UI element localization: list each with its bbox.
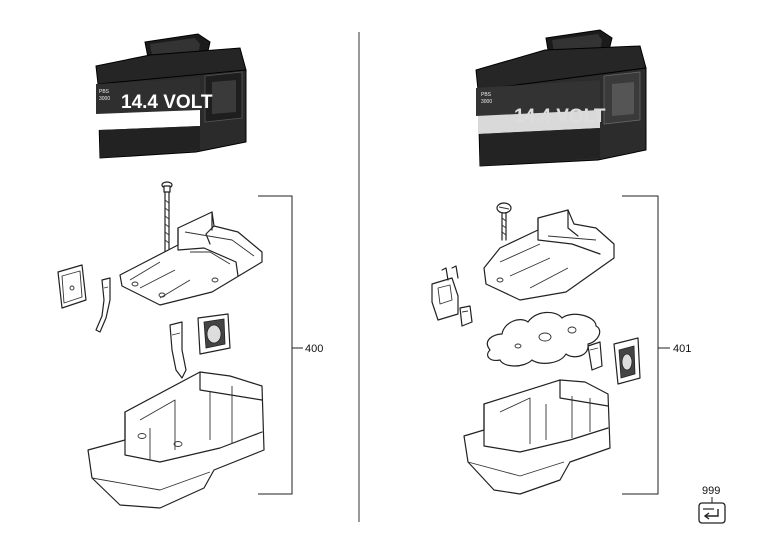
- right-battery-small-label-1: PBS: [481, 92, 492, 98]
- left-battery-small-label-1: PBS: [99, 89, 110, 95]
- right-bracket: [622, 195, 659, 495]
- right-foam-gasket: [486, 311, 601, 367]
- right-callout-label: 401: [673, 343, 691, 355]
- left-housing: [87, 371, 265, 509]
- left-battery-label: 14.4 VOLT: [121, 92, 213, 113]
- right-battery-pack: 14.4 VOLT PBS 3000: [475, 29, 647, 167]
- right-small-contact: [459, 305, 473, 327]
- right-screw: [496, 202, 512, 241]
- footer-callout-label: 999: [702, 485, 720, 497]
- right-indicator-window: [613, 337, 641, 385]
- right-assembly: 14.4 VOLT PBS 3000: [431, 29, 691, 495]
- left-battery-small-label-2: 3000: [99, 96, 110, 102]
- right-small-bracket: [587, 341, 603, 371]
- left-terminal: [169, 321, 187, 379]
- right-top-cover: [483, 209, 615, 301]
- left-bracket: [258, 195, 293, 495]
- right-housing: [463, 379, 611, 495]
- return-arrow-icon: [698, 502, 726, 524]
- right-terminal-block: [431, 265, 459, 321]
- left-battery-pack: 14.4 VOLT PBS 3000: [95, 33, 247, 159]
- left-indicator-window: [197, 313, 231, 355]
- left-contact-spring: [95, 277, 111, 333]
- footer-callout: 999: [698, 485, 726, 524]
- left-assembly: 14.4 VOLT PBS 3000: [57, 33, 323, 509]
- left-contact-plate: [57, 264, 87, 309]
- right-battery-label: 14.4 VOLT: [514, 106, 606, 127]
- right-battery-small-label-2: 3000: [481, 99, 492, 105]
- left-top-cover: [119, 211, 263, 306]
- left-callout-label: 400: [305, 343, 323, 355]
